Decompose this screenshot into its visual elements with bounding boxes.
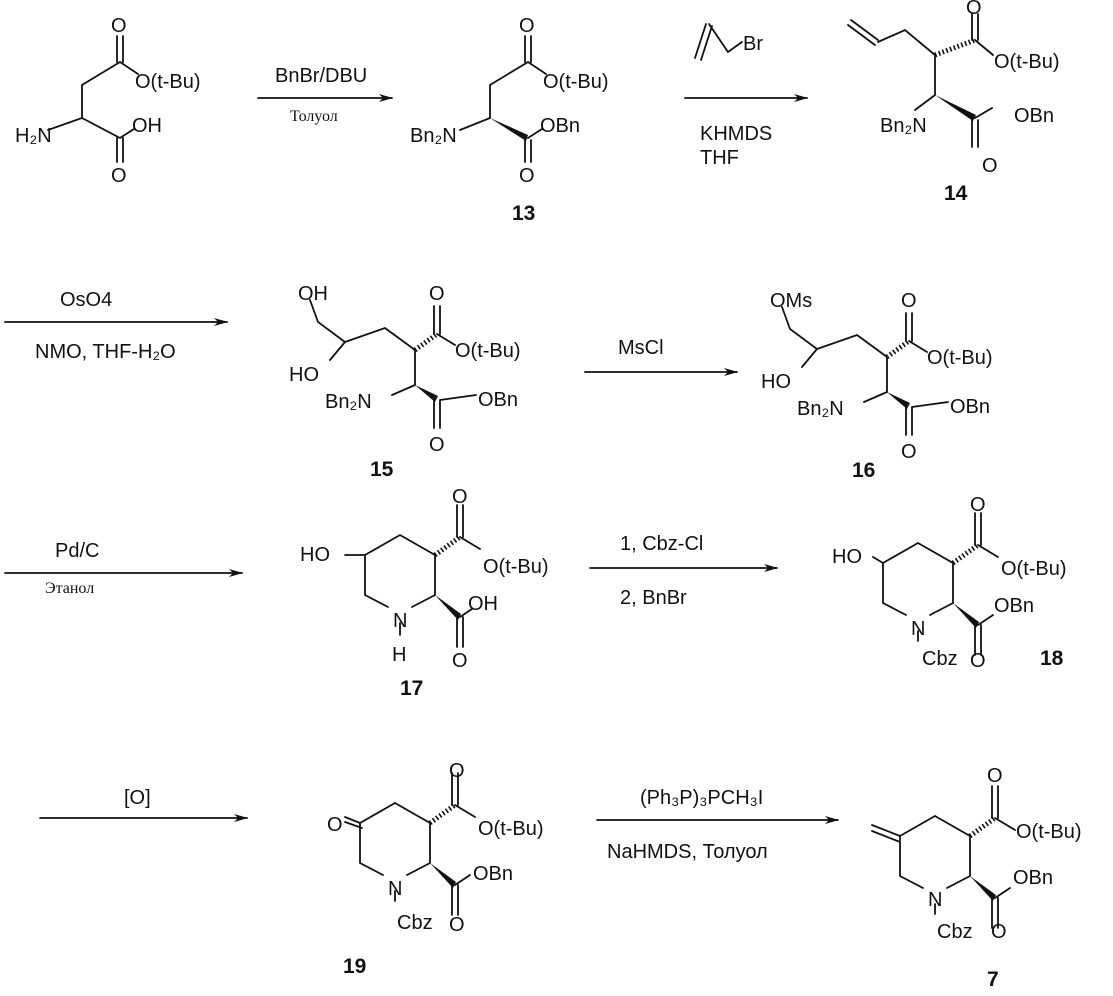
compound-number: 19 — [343, 955, 366, 978]
compound-number: 16 — [852, 459, 875, 482]
reagent-label: KHMDS — [700, 123, 772, 145]
reagent-label: NMO, THF-H₂O — [35, 341, 176, 363]
atom-label: O(t-Bu) — [135, 71, 201, 93]
atom-label: O — [429, 283, 445, 305]
compound-number: 7 — [987, 968, 999, 991]
compound-15: OH HO O O(t-Bu) Bn₂N OBn O 15 — [289, 283, 521, 481]
reagent-label: NaHMDS, Толуол — [607, 841, 768, 863]
atom-label: OBn — [994, 595, 1034, 617]
atom-label: O(t-Bu) — [478, 818, 544, 840]
atom-label: N — [911, 618, 925, 640]
atom-label: Cbz — [397, 912, 433, 934]
atom-label: O — [452, 650, 468, 672]
atom-label: O(t-Bu) — [483, 556, 549, 578]
reagent-label: [O] — [124, 787, 151, 809]
reaction-arrow-6: 1, Cbz-Cl 2, BnBr — [590, 533, 777, 609]
atom-label: OH — [132, 115, 162, 137]
atom-label: O(t-Bu) — [994, 51, 1060, 73]
reaction-arrow-8: (Ph₃P)₃PCH₃I NaHMDS, Толуол — [597, 787, 838, 863]
reagent-label: 1, Cbz-Cl — [620, 533, 703, 555]
reaction-arrow-4: MsCl — [585, 337, 737, 372]
atom-label: Cbz — [937, 921, 973, 943]
atom-label: OH — [298, 283, 328, 305]
atom-label: N — [393, 610, 407, 632]
atom-label: O — [327, 814, 343, 836]
compound-14: O O(t-Bu) OBn Bn₂N O 14 — [848, 0, 1060, 205]
atom-label: OBn — [1013, 867, 1053, 889]
atom-label: Bn₂N — [325, 391, 372, 413]
compound-18: HO O O(t-Bu) OBn N Cbz O 18 — [832, 494, 1067, 672]
atom-label: HO — [761, 371, 791, 393]
reaction-arrow-2: Br KHMDS THF — [685, 24, 807, 169]
atom-label: O(t-Bu) — [927, 347, 993, 369]
reaction-arrow-3: OsO4 NMO, THF-H₂O — [5, 289, 227, 363]
atom-label: O — [519, 15, 535, 37]
atom-label: OBn — [1014, 105, 1054, 127]
reagent-label: MsCl — [618, 337, 664, 359]
atom-label: OBn — [478, 389, 518, 411]
atom-label: OBn — [540, 115, 580, 137]
atom-label: N — [928, 889, 942, 911]
atom-label: O — [966, 0, 982, 19]
atom-label: Bn₂N — [410, 125, 457, 147]
atom-label: O(t-Bu) — [455, 340, 521, 362]
atom-label: O — [111, 165, 127, 187]
atom-label: H₂N — [15, 125, 52, 147]
atom-label: O — [111, 15, 127, 37]
atom-label: OBn — [473, 863, 513, 885]
compound-17: HO O O(t-Bu) OH N H O 17 — [300, 486, 549, 700]
compound-number: 17 — [400, 677, 423, 700]
reagent-label: Pd/C — [55, 540, 99, 562]
atom-label: Bn₂N — [797, 398, 844, 420]
atom-label: O — [901, 290, 917, 312]
atom-label: O(t-Bu) — [1001, 558, 1067, 580]
atom-label: N — [388, 878, 402, 900]
atom-label: OMs — [770, 290, 812, 312]
atom-label: OH — [468, 593, 498, 615]
atom-label: O — [970, 650, 986, 672]
atom-label: O(t-Bu) — [543, 71, 609, 93]
solvent-label: Этанол — [45, 580, 94, 597]
starting-material: O O(t-Bu) OH H₂N O — [15, 15, 201, 187]
reagent-label: BnBr/DBU — [275, 65, 367, 87]
atom-label: Bn₂N — [880, 115, 927, 137]
solvent-label: Толуол — [290, 108, 338, 125]
reaction-arrow-5: Pd/C Этанол — [5, 540, 242, 597]
atom-label: O — [982, 155, 998, 177]
atom-label: HO — [832, 546, 862, 568]
atom-label: O — [991, 921, 1007, 943]
compound-number: 14 — [944, 182, 968, 205]
atom-label: HO — [300, 544, 330, 566]
atom-label: O — [452, 486, 468, 508]
atom-label: Cbz — [922, 648, 958, 670]
compound-number: 18 — [1040, 647, 1064, 670]
reagent-label: OsO4 — [60, 289, 112, 311]
atom-label: O(t-Bu) — [1016, 821, 1082, 843]
atom-label: H — [392, 644, 406, 666]
solvent-label: THF — [700, 147, 739, 169]
atom-label: OBn — [950, 396, 990, 418]
compound-16: OMs HO O O(t-Bu) Bn₂N OBn O 16 — [761, 290, 993, 482]
atom-label: O — [970, 494, 986, 516]
atom-label: O — [519, 165, 535, 187]
compound-7: O O(t-Bu) OBn N Cbz O 7 — [872, 765, 1082, 991]
atom-label: HO — [289, 364, 319, 386]
reagent-label: Br — [743, 33, 763, 55]
compound-number: 13 — [512, 202, 535, 225]
reaction-arrow-1: BnBr/DBU Толуол — [258, 65, 392, 125]
atom-label: O — [429, 434, 445, 456]
atom-label: O — [987, 765, 1003, 787]
atom-label: O — [901, 441, 917, 463]
atom-label: O — [449, 914, 465, 936]
reagent-label: (Ph₃P)₃PCH₃I — [640, 787, 763, 809]
compound-19: O O O(t-Bu) OBn N Cbz O 19 — [327, 760, 544, 978]
reaction-arrow-7: [O] — [40, 787, 247, 818]
atom-label: O — [449, 760, 465, 782]
reagent-label: 2, BnBr — [620, 587, 687, 609]
compound-13: O O(t-Bu) OBn Bn₂N O 13 — [410, 15, 609, 225]
compound-number: 15 — [370, 458, 394, 481]
